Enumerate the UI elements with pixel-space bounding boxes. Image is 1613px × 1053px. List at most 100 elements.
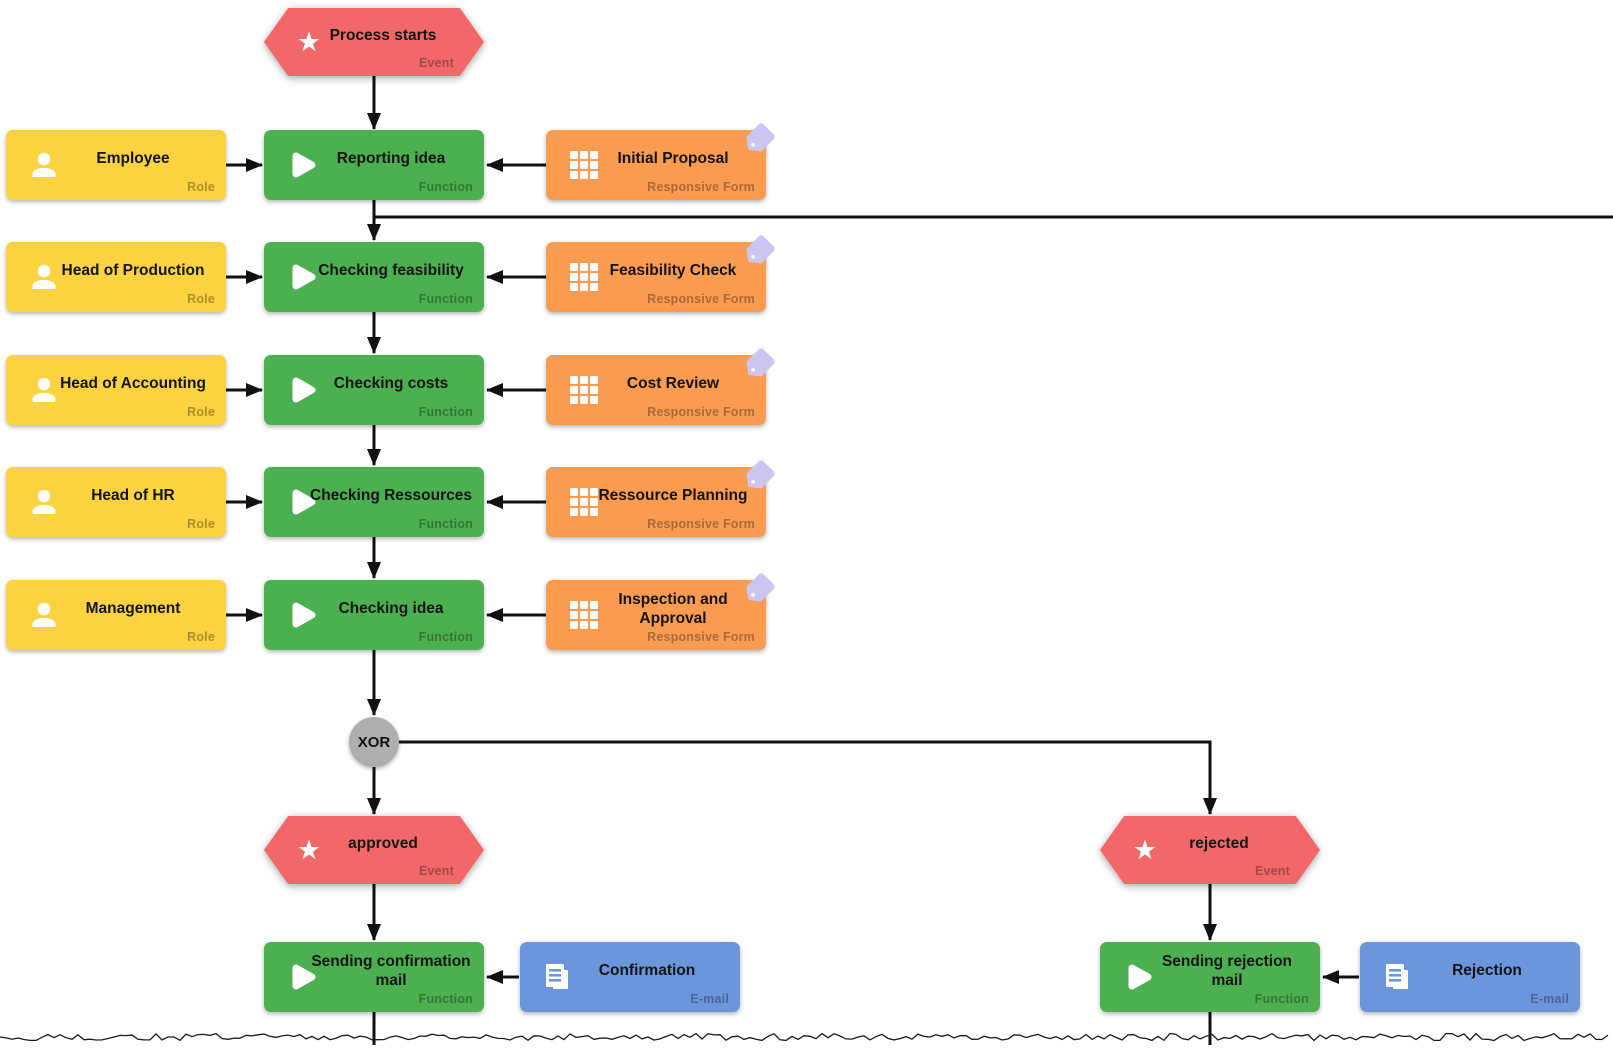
role-node-management[interactable]: Management Role bbox=[6, 580, 226, 650]
grid-icon bbox=[568, 149, 600, 181]
function-node-reporting-idea[interactable]: Reporting idea Function bbox=[264, 130, 484, 200]
function-node-checking-costs[interactable]: Checking costs Function bbox=[264, 355, 484, 425]
form-node-inspection-and-approval[interactable]: Inspection and Approval Responsive Form bbox=[546, 573, 775, 650]
document-icon bbox=[542, 961, 574, 993]
email-node-rejection[interactable]: Rejection E-mail bbox=[1360, 942, 1580, 1012]
role-title: Employee bbox=[96, 150, 170, 168]
event-node-process-starts[interactable]: ★ Process starts Event bbox=[264, 8, 484, 76]
form-title: Inspection and Approval bbox=[618, 590, 728, 627]
function-type-label: Function bbox=[418, 292, 473, 306]
play-icon bbox=[286, 374, 318, 406]
role-type-label: Role bbox=[187, 292, 215, 306]
function-type-label: Function bbox=[1254, 992, 1309, 1006]
function-node-sending-confirmation-mail[interactable]: Sending confirmation mail Function bbox=[264, 942, 484, 1012]
form-title: Initial Proposal bbox=[617, 150, 729, 168]
function-type-label: Function bbox=[418, 517, 473, 531]
play-icon bbox=[286, 149, 318, 181]
connector-branch-right bbox=[372, 200, 1613, 219]
event-title: approved bbox=[348, 835, 418, 853]
event-title: rejected bbox=[1189, 835, 1249, 853]
email-title: Rejection bbox=[1452, 962, 1522, 980]
email-type-label: E-mail bbox=[1530, 992, 1569, 1006]
function-type-label: Function bbox=[418, 180, 473, 194]
form-title: Ressource Planning bbox=[598, 487, 748, 505]
tag-icon bbox=[746, 348, 775, 377]
play-icon bbox=[286, 961, 318, 993]
role-title: Head of Accounting bbox=[60, 375, 206, 393]
event-node-rejected[interactable]: ★ rejected Event bbox=[1100, 816, 1320, 884]
tag-icon bbox=[746, 235, 775, 264]
grid-icon bbox=[568, 599, 600, 631]
form-node-initial-proposal[interactable]: Initial Proposal Responsive Form bbox=[546, 123, 775, 200]
function-node-checking-idea[interactable]: Checking idea Function bbox=[264, 580, 484, 650]
event-type-label: Event bbox=[418, 56, 454, 70]
function-title: Checking idea bbox=[338, 600, 444, 618]
star-icon: ★ bbox=[1132, 834, 1158, 865]
form-type-label: Responsive Form bbox=[647, 517, 755, 531]
function-type-label: Function bbox=[418, 405, 473, 419]
email-node-confirmation[interactable]: Confirmation E-mail bbox=[520, 942, 740, 1012]
grid-icon bbox=[568, 486, 600, 518]
role-node-head-of-hr[interactable]: Head of HR Role bbox=[6, 467, 226, 537]
function-node-checking-feasibility[interactable]: Checking feasibility Function bbox=[264, 242, 484, 312]
role-node-employee[interactable]: Employee Role bbox=[6, 130, 226, 200]
play-icon bbox=[286, 599, 318, 631]
play-icon bbox=[286, 486, 318, 518]
person-icon bbox=[28, 374, 60, 406]
person-icon bbox=[28, 486, 60, 518]
play-icon bbox=[1122, 961, 1154, 993]
torn-paper-edge bbox=[0, 1032, 1609, 1042]
person-icon bbox=[28, 261, 60, 293]
role-type-label: Role bbox=[187, 630, 215, 644]
role-node-head-of-accounting[interactable]: Head of Accounting Role bbox=[6, 355, 226, 425]
form-title: Feasibility Check bbox=[609, 262, 737, 280]
tag-icon bbox=[746, 123, 775, 152]
function-title: Checking Ressources bbox=[310, 487, 472, 505]
form-type-label: Responsive Form bbox=[647, 630, 755, 644]
event-shape: ★ Process starts Event bbox=[264, 8, 484, 76]
form-node-ressource-planning[interactable]: Ressource Planning Responsive Form bbox=[546, 460, 775, 537]
connector-xor-to-rejected bbox=[374, 740, 1217, 815]
form-type-label: Responsive Form bbox=[647, 405, 755, 419]
form-node-cost-review[interactable]: Cost Review Responsive Form bbox=[546, 348, 775, 425]
event-title: Process starts bbox=[329, 27, 437, 45]
email-type-label: E-mail bbox=[690, 992, 729, 1006]
event-type-label: Event bbox=[1254, 864, 1290, 878]
xor-label: XOR bbox=[357, 733, 391, 751]
play-icon bbox=[286, 261, 318, 293]
role-node-head-of-production[interactable]: Head of Production Role bbox=[6, 242, 226, 312]
function-title: Checking costs bbox=[333, 375, 449, 393]
xor-gateway[interactable]: XOR bbox=[349, 717, 399, 767]
event-shape: ★ approved Event bbox=[264, 816, 484, 884]
event-shape: ★ rejected Event bbox=[1100, 816, 1320, 884]
tag-icon bbox=[746, 573, 775, 602]
role-title: Head of HR bbox=[91, 487, 175, 505]
person-icon bbox=[28, 149, 60, 181]
role-title: Head of Production bbox=[61, 262, 205, 280]
form-title: Cost Review bbox=[626, 375, 720, 393]
function-node-checking-ressources[interactable]: Checking Ressources Function bbox=[264, 467, 484, 537]
role-title: Management bbox=[85, 600, 181, 618]
email-title: Confirmation bbox=[598, 962, 696, 980]
person-icon bbox=[28, 599, 60, 631]
form-type-label: Responsive Form bbox=[647, 292, 755, 306]
function-title: Checking feasibility bbox=[318, 262, 464, 280]
role-type-label: Role bbox=[187, 517, 215, 531]
role-type-label: Role bbox=[187, 180, 215, 194]
function-node-sending-rejection-mail[interactable]: Sending rejection mail Function bbox=[1100, 942, 1320, 1012]
role-type-label: Role bbox=[187, 405, 215, 419]
event-node-approved[interactable]: ★ approved Event bbox=[264, 816, 484, 884]
star-icon: ★ bbox=[296, 26, 322, 57]
function-title: Sending confirmation mail bbox=[311, 952, 471, 989]
tag-icon bbox=[746, 460, 775, 489]
function-title: Sending rejection mail bbox=[1161, 952, 1293, 989]
document-icon bbox=[1382, 961, 1414, 993]
grid-icon bbox=[568, 261, 600, 293]
form-node-feasibility-check[interactable]: Feasibility Check Responsive Form bbox=[546, 235, 775, 312]
form-type-label: Responsive Form bbox=[647, 180, 755, 194]
event-type-label: Event bbox=[418, 864, 454, 878]
grid-icon bbox=[568, 374, 600, 406]
function-type-label: Function bbox=[418, 992, 473, 1006]
